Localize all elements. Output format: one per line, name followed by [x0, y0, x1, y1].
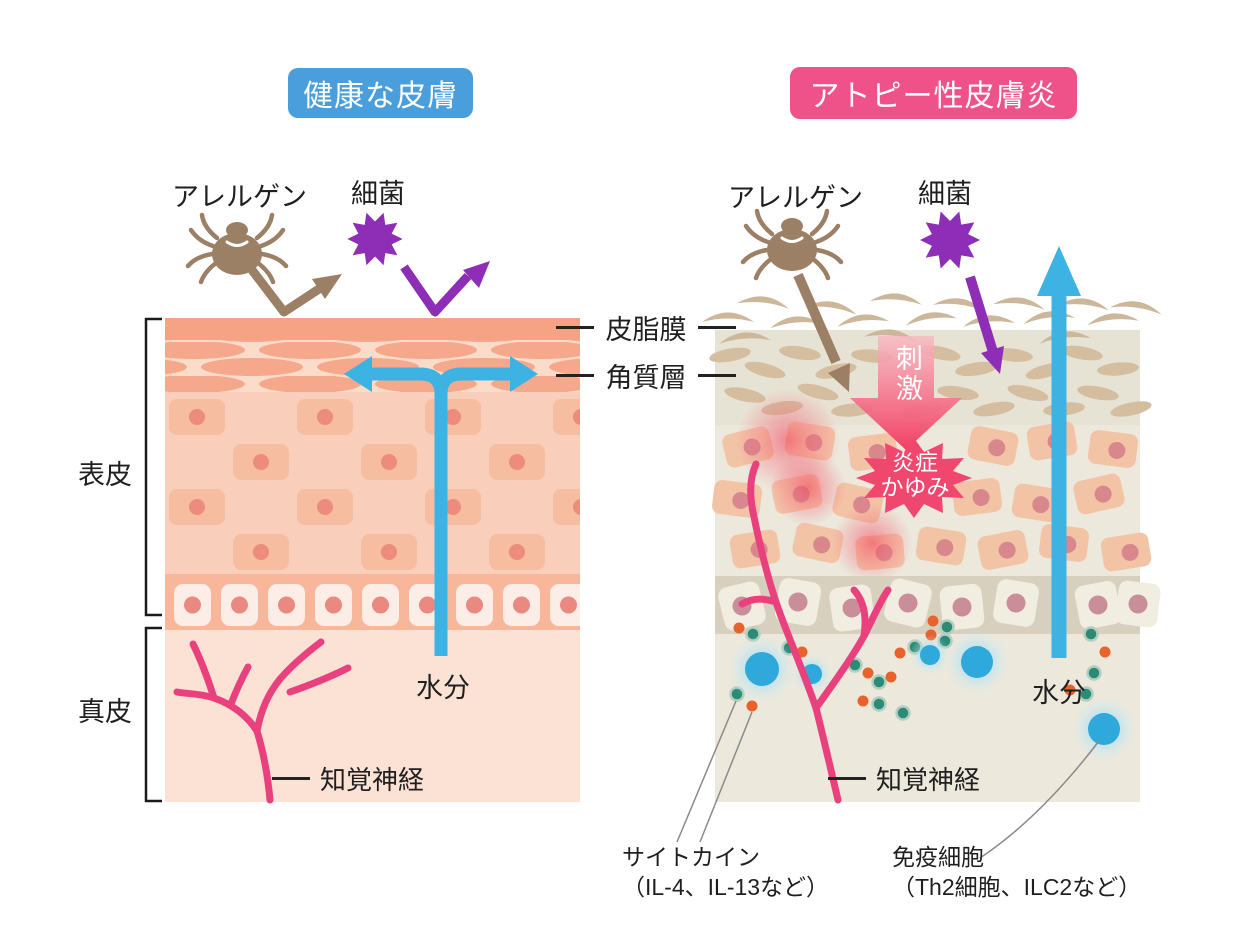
immune-cells-label: 免疫細胞	[892, 844, 984, 870]
stratum-corneum-label: 角質層	[605, 363, 687, 393]
moisture-loss-arrow	[1037, 246, 1081, 658]
allergen-penetration-arrow	[793, 272, 850, 392]
sebum-film-label-row: 皮脂膜	[556, 308, 736, 347]
cytokine-examples: （IL-4、IL-13など）	[622, 874, 830, 900]
allergen-mite-icon-right	[743, 211, 841, 278]
inflammation-burst	[856, 438, 972, 518]
moisture-arrow-left	[344, 356, 538, 656]
leader-lines	[676, 700, 1100, 859]
allergen-label-left: アレルゲン	[172, 182, 307, 212]
cytokine-label: サイトカイン	[622, 844, 760, 870]
dermis-layer	[165, 630, 580, 802]
sensory-nerve-label-row-right: 知覚神経	[828, 760, 980, 797]
allergen-bounce-arrow	[248, 267, 342, 317]
epidermis-cells-layer	[165, 392, 580, 574]
inflammation-burst-text: 炎症 かゆみ	[856, 450, 974, 500]
atopic-dermatitis-title-badge: アトピー性皮膚炎	[790, 67, 1077, 119]
dermis-label: 真皮	[78, 697, 132, 727]
sebum-film-layer	[165, 318, 580, 340]
sensory-nerve-left	[173, 638, 352, 804]
stimulus-label: 刺激	[892, 344, 922, 404]
cytokine-annotation: サイトカイン （IL-4、IL-13など）	[622, 842, 829, 902]
sensory-nerve-label-left: 知覚神経	[320, 765, 425, 795]
allergen-mite-icon-left	[188, 215, 286, 282]
nerve-dash-left	[272, 777, 310, 780]
cytokine-dots	[729, 615, 1111, 721]
immune-cells	[728, 630, 1136, 761]
corneum-dash-right	[698, 374, 736, 377]
sebum-dash-right	[698, 326, 736, 329]
itch-label: かゆみ	[880, 474, 950, 500]
sebum-film-label: 皮脂膜	[605, 315, 687, 345]
atopic-skin-panel	[676, 246, 1163, 859]
allergen-label-right: アレルゲン	[728, 183, 863, 213]
moisture-label-left: 水分	[416, 673, 470, 703]
healthy-skin-panel	[165, 318, 580, 804]
epidermis-bracket	[144, 317, 162, 617]
basal-layer	[165, 574, 580, 630]
healthy-skin-title-badge: 健康な皮膚	[288, 68, 473, 118]
nerve-dash-right	[828, 777, 866, 780]
inflammation-label: 炎症	[892, 449, 938, 475]
sebum-dash-left	[556, 326, 594, 329]
inflammation-glows	[736, 388, 912, 583]
immune-cells-annotation: 免疫細胞 （Th2細胞、ILC2など）	[892, 842, 1141, 902]
sensory-nerve-right	[738, 460, 892, 804]
bacteria-icon-right	[920, 211, 980, 269]
stratum-corneum-label-row: 角質層	[556, 356, 736, 395]
epidermis-label: 表皮	[78, 460, 132, 490]
immune-cells-examples: （Th2細胞、ILC2など）	[892, 874, 1142, 900]
bacteria-icon-left	[347, 212, 403, 266]
dermis-bracket	[144, 626, 162, 803]
stimulus-arrow	[850, 336, 962, 450]
moisture-label-right: 水分	[1032, 678, 1086, 708]
sensory-nerve-label-row-left: 知覚神経	[272, 760, 424, 797]
bacteria-label-right: 細菌	[918, 179, 972, 209]
bacteria-penetration-arrow	[965, 275, 1004, 374]
sensory-nerve-label-right: 知覚神経	[876, 765, 981, 795]
bacteria-bounce-arrow	[400, 261, 490, 317]
bacteria-label-left: 細菌	[351, 179, 405, 209]
corneum-dash-left	[556, 374, 594, 377]
